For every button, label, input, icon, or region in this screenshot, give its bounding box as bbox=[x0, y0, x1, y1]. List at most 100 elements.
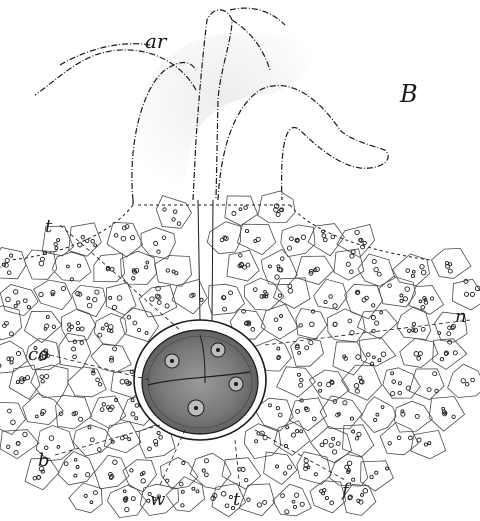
cell-dot bbox=[408, 329, 411, 332]
cell-dot bbox=[305, 346, 309, 350]
cell-dot bbox=[391, 392, 395, 396]
cell-dot bbox=[428, 442, 431, 445]
cell-dot bbox=[322, 234, 326, 238]
cell-dot bbox=[356, 291, 359, 294]
cell-dot bbox=[87, 303, 92, 308]
cell-dot bbox=[120, 379, 125, 384]
cell-dot bbox=[347, 461, 351, 465]
cell-dot bbox=[378, 359, 381, 362]
cell-dot bbox=[420, 265, 424, 269]
cell-dot bbox=[7, 445, 10, 448]
cell-dot bbox=[90, 501, 93, 504]
cell-dot bbox=[330, 501, 334, 505]
cell-dot bbox=[16, 352, 20, 356]
cell-dot bbox=[135, 404, 139, 408]
cell-dot bbox=[329, 295, 333, 299]
cell-dot bbox=[253, 288, 257, 292]
cell-dot bbox=[73, 355, 77, 359]
cell-dot bbox=[294, 493, 298, 497]
tissue-cell bbox=[24, 250, 57, 279]
cell-dot bbox=[424, 443, 427, 446]
cell-dot bbox=[346, 262, 350, 266]
tissue-cell bbox=[67, 367, 106, 397]
cell-dot bbox=[251, 328, 255, 332]
cell-dot bbox=[375, 471, 378, 474]
cell-dot bbox=[448, 340, 452, 344]
inner-tube bbox=[195, 200, 218, 340]
cell-dot bbox=[324, 300, 327, 303]
tissue-cell bbox=[409, 369, 444, 400]
cell-dot bbox=[6, 297, 11, 302]
cell-dot bbox=[150, 297, 154, 301]
cell-dot bbox=[17, 301, 20, 304]
cell-dot bbox=[374, 267, 378, 271]
cell-dot bbox=[202, 469, 205, 472]
cell-dot bbox=[100, 408, 104, 412]
cell-dot bbox=[345, 465, 349, 469]
cell-dot bbox=[64, 462, 68, 466]
cell-dot bbox=[398, 382, 401, 385]
cell-dot bbox=[461, 379, 465, 383]
cell-dot bbox=[323, 489, 326, 492]
cell-dot bbox=[285, 510, 289, 514]
cell-dot bbox=[14, 304, 17, 307]
cell-dot bbox=[412, 270, 415, 273]
cell-dot bbox=[132, 277, 135, 280]
cell-dot bbox=[312, 417, 316, 421]
tissue-cell bbox=[320, 396, 362, 429]
cell-dot bbox=[348, 319, 352, 323]
cell-dot bbox=[442, 407, 445, 410]
cell-dot bbox=[137, 328, 140, 331]
cell-dot bbox=[361, 493, 364, 496]
cell-dot bbox=[92, 371, 96, 375]
cell-dot bbox=[470, 292, 474, 296]
cell-dot bbox=[49, 436, 54, 441]
cell-dot bbox=[400, 294, 403, 297]
cell-dot bbox=[102, 403, 105, 406]
cell-dot bbox=[310, 322, 315, 327]
cell-dot bbox=[23, 432, 27, 436]
cell-dot bbox=[296, 409, 300, 413]
cell-dot bbox=[130, 370, 133, 373]
tissue-cell bbox=[295, 256, 333, 284]
cell-dot bbox=[388, 442, 391, 445]
cell-dot bbox=[280, 315, 283, 318]
tissue-cell bbox=[359, 337, 395, 366]
cell-dot bbox=[427, 388, 431, 392]
cell-dot bbox=[80, 327, 84, 331]
tissue-cell bbox=[333, 342, 367, 375]
cell-dot bbox=[449, 263, 452, 266]
tissue-cell bbox=[448, 364, 480, 397]
cell-dot bbox=[447, 332, 451, 336]
cell-dot bbox=[86, 473, 90, 477]
cell-dot bbox=[350, 254, 354, 258]
cell-dot bbox=[331, 235, 335, 239]
cell-dot bbox=[14, 451, 18, 455]
cell-dot bbox=[350, 417, 353, 420]
cell-dot bbox=[145, 266, 148, 269]
cell-dot bbox=[148, 447, 152, 451]
tissue-cell bbox=[342, 365, 382, 400]
cell-dot bbox=[76, 321, 79, 324]
cell-dot bbox=[372, 259, 376, 263]
cell-dot bbox=[375, 321, 379, 325]
cell-dot bbox=[355, 389, 359, 393]
cell-dot bbox=[298, 373, 301, 376]
cell-dot bbox=[300, 502, 304, 506]
cell-dot bbox=[45, 374, 49, 378]
cell-dot bbox=[392, 380, 396, 384]
cell-dot bbox=[370, 475, 373, 478]
cell-dot bbox=[322, 230, 325, 233]
cell-dot bbox=[121, 236, 126, 241]
cell-dot bbox=[372, 304, 375, 307]
cell-dot bbox=[41, 409, 46, 414]
cell-dot bbox=[74, 474, 77, 477]
cell-dot bbox=[154, 242, 158, 246]
cell-dot bbox=[263, 435, 267, 439]
cell-dot bbox=[166, 479, 169, 482]
label-n-right: n bbox=[455, 306, 467, 327]
cell-dot bbox=[300, 430, 303, 433]
tissue-cell bbox=[0, 306, 22, 340]
cell-dot bbox=[204, 459, 208, 463]
cell-dot bbox=[363, 489, 368, 494]
